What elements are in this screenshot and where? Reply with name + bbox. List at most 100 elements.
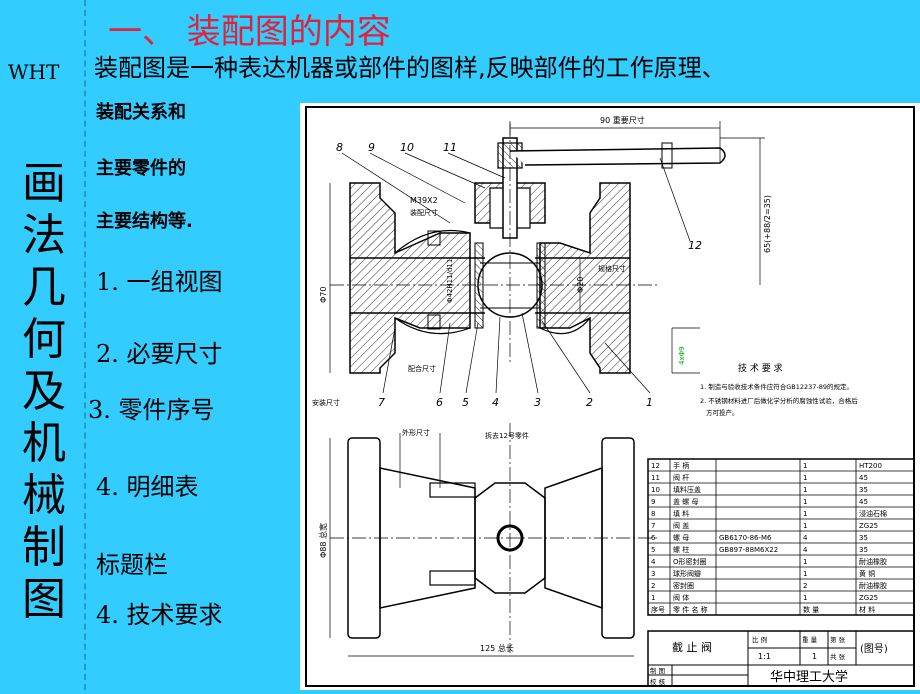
bom-cell: 阀 盖 — [673, 521, 689, 530]
bom-cell: 7 — [651, 522, 655, 530]
spec-note: 规格尺寸 — [598, 264, 626, 273]
bom-cell: GB897-88M6X22 — [719, 546, 778, 554]
leader-1: 1 — [646, 396, 653, 409]
bom-cell: 10 — [651, 486, 660, 494]
dim-right-label: 65(+88/2=35) — [763, 195, 772, 253]
item-tech-req: 4. 技术要求 — [96, 601, 223, 629]
leader-11: 11 — [443, 141, 457, 154]
leader-6: 6 — [436, 396, 443, 409]
bom-cell: 5 — [651, 546, 655, 554]
bom-cell: 8 — [651, 510, 655, 518]
thread-note: 装配尺寸 — [410, 208, 438, 217]
bom-cell: 1 — [803, 486, 807, 494]
tb-weight-label: 重 量 — [802, 636, 818, 644]
tech-line: 2. 不锈钢材料进厂后做化学分析的腐蚀性试验，合格后 — [700, 396, 858, 405]
leader-9: 9 — [368, 141, 375, 154]
bom-cell: 4 — [803, 534, 808, 542]
bom-outline — [647, 458, 915, 616]
bom-cell: ZG25 — [859, 594, 878, 602]
front-section-view — [330, 123, 726, 374]
title-block — [647, 630, 915, 687]
phi20-label: Φ20 — [576, 277, 585, 293]
bom-cell: 9 — [651, 498, 655, 506]
bom-cell: 阀 杆 — [673, 473, 689, 482]
tb-total-label: 共 张 — [830, 652, 846, 661]
bom-cell: O形密封圈 — [673, 557, 707, 566]
vertical-title-char: 及 — [22, 366, 66, 417]
bom-cell: 1 — [651, 594, 655, 602]
bom-cell: 黄 铜 — [859, 569, 875, 578]
leader-2: 2 — [586, 396, 593, 409]
author-tag: WHT — [8, 60, 60, 84]
bold-line: 主要结构等. — [96, 211, 193, 232]
sidebar: WHT 画 法 几 何 及 机 械 制 图 — [0, 0, 86, 690]
bom-cell: 11 — [651, 474, 660, 482]
item-views: 1. 一组视图 — [96, 268, 223, 296]
bom-cell: 3 — [651, 570, 655, 578]
leader-8: 8 — [336, 141, 343, 154]
item-parts-list: 4. 明细表 — [96, 473, 199, 501]
bom-cell: 35 — [859, 546, 868, 554]
tb-school: 华中理工大学 — [770, 669, 848, 685]
bom-cell: 1 — [803, 558, 807, 566]
bom-cell: HT200 — [859, 462, 882, 470]
bom-cell: 1 — [803, 498, 807, 506]
vertical-title-char: 图 — [22, 574, 66, 625]
top-leaders — [341, 152, 691, 242]
bom-cell: 螺 母 — [673, 533, 689, 542]
tb-qty: 1 — [812, 652, 817, 661]
bom-header-cell: 序号 — [651, 605, 665, 614]
bom-cell: 1 — [803, 570, 807, 578]
drawing-frame — [305, 106, 915, 687]
title-name: 截 止 阀 — [672, 640, 712, 654]
bom-cell: 填 料 — [673, 509, 689, 518]
bom-header-cell: 数 量 — [803, 605, 819, 614]
bom-cell: 1 — [803, 474, 807, 482]
install-note: 安装尺寸 — [312, 398, 340, 407]
bom-cell: 2 — [651, 582, 655, 590]
tb-scale: 1:1 — [758, 652, 771, 661]
dim-top-label: 90 重要尺寸 — [600, 115, 645, 125]
item-part-numbers: 3. 零件序号 — [88, 396, 215, 424]
bom-cell: 螺 柱 — [673, 545, 689, 554]
bom-cell: 耐油橡胶 — [859, 581, 887, 590]
bom-cell: 4 — [803, 546, 808, 554]
bom-cell: 2 — [803, 582, 807, 590]
bom-cell: 密封圈 — [673, 581, 694, 590]
bom-cell: ZG25 — [859, 522, 878, 530]
bom-cell: 1 — [803, 594, 807, 602]
bom-cell: 1 — [803, 522, 807, 530]
leader-5: 5 — [462, 396, 469, 409]
tb-code: (图号) — [860, 643, 888, 655]
fit-label: Φ42H11/d11 — [446, 259, 454, 303]
bom-cell: GB6170-86-M6 — [719, 534, 772, 542]
assembly-drawing: 90 重要尺寸 65(+88/2=35) Φ70 M39X2 装配尺寸 Φ42H… — [300, 103, 920, 690]
bom-cell: 45 — [859, 498, 868, 506]
bom-cell: 盖 螺 母 — [673, 497, 698, 506]
bom-cell: 35 — [859, 486, 868, 494]
bom-cell: 35 — [859, 534, 868, 542]
leader-4: 4 — [492, 396, 499, 409]
tb-drawn: 制 图 — [650, 666, 665, 675]
bom-cell: 浸油石棉 — [859, 509, 887, 518]
fit-note: 配合尺寸 — [408, 364, 436, 373]
bottom-leaders — [382, 312, 651, 394]
bom-cell: 4 — [651, 558, 656, 566]
vertical-title-char: 械 — [22, 470, 66, 521]
top-view — [329, 423, 660, 657]
vertical-title: 画 法 几 何 及 机 械 制 图 — [18, 158, 70, 626]
bom-cell: 1 — [803, 510, 807, 518]
bom-cell: 6 — [651, 534, 656, 542]
slide-heading: 一、 装配图的内容 — [108, 12, 391, 52]
leader-12: 12 — [688, 239, 702, 252]
vertical-title-char: 制 — [22, 522, 66, 573]
item-title-block: 标题栏 — [96, 551, 168, 579]
leader-7: 7 — [378, 396, 385, 409]
thread-label: M39X2 — [410, 196, 438, 205]
bold-line: 主要零件的 — [96, 158, 186, 179]
leader-3: 3 — [534, 396, 541, 409]
item-dimensions: 2. 必要尺寸 — [96, 340, 223, 368]
tech-line: 方可投产。 — [706, 408, 739, 417]
front-dimensions — [329, 121, 765, 374]
